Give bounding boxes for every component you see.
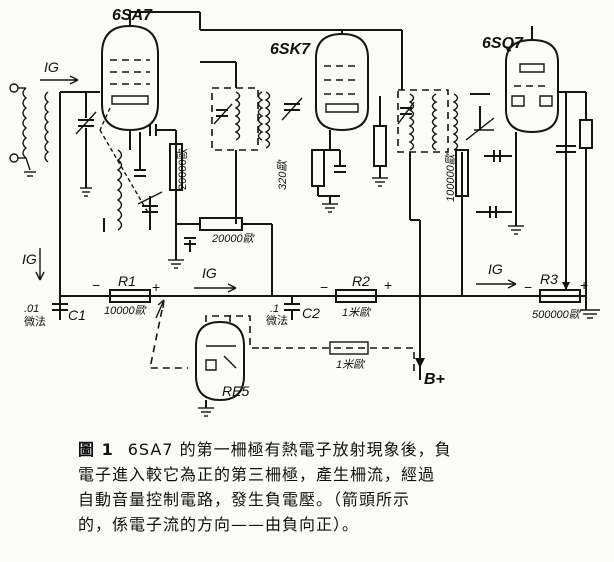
input-tuning-capacitor <box>60 91 100 197</box>
tube-6sq7 <box>505 26 559 134</box>
c1-label: C1 <box>68 307 86 323</box>
ig-label-bus-1: IG <box>202 265 217 281</box>
tube-6sa7 <box>101 12 159 132</box>
c2-value: .1 <box>270 303 279 315</box>
polarity-minus-1: − <box>92 277 100 293</box>
tube-label-6sq7: 6SQ7 <box>482 35 524 52</box>
antenna-input <box>9 83 50 177</box>
if-transformer-2 <box>397 30 449 380</box>
ig-label-mid: IG <box>22 251 37 267</box>
polarity-plus-1: + <box>152 279 160 295</box>
r2-value: 1米歐 <box>342 306 372 319</box>
r3-label: R3 <box>540 271 558 287</box>
resistor-value-cathode-2: 320歐 <box>276 159 289 190</box>
r3-value: 500000歐 <box>532 308 582 321</box>
resistor-value-dashed: 1米歐 <box>336 358 366 371</box>
resistor-screen-2 <box>373 125 387 167</box>
c2-label: C2 <box>302 305 320 321</box>
r1-value: 10000歐 <box>104 304 148 317</box>
tube-label-6sa7: 6SA7 <box>112 7 153 24</box>
r2-label: R2 <box>352 273 370 289</box>
circuit-schematic: IG IG 6SA7 <box>9 7 600 417</box>
arrow-icon <box>35 248 45 281</box>
caption-line-2: 電子進入較它為正的第三柵極，產生柵流，經過 <box>78 465 436 484</box>
if-transformer-1b <box>264 91 303 149</box>
caption-line-4: 的，係電子流的方向——由負向正）。 <box>78 515 360 534</box>
c1-value: .01 <box>24 303 39 315</box>
resistor-cathode-1 <box>169 143 183 191</box>
c2-unit: 微法 <box>266 313 288 327</box>
tube-label-re5: RE5 <box>222 383 249 399</box>
resistor-r2 <box>335 289 377 303</box>
arrow-icon <box>155 299 165 319</box>
caption-line-3: 自動音量控制電路，發生負電壓。（箭頭所示 <box>78 490 411 509</box>
arrow-icon <box>415 358 425 368</box>
tube-label-6sk7: 6SK7 <box>270 41 311 58</box>
resistor-value-cathode-1: 20000歐 <box>175 148 189 190</box>
resistor-plate-3 <box>579 119 593 149</box>
resistor-cathode-2 <box>311 149 325 187</box>
arrow-icon <box>194 283 237 293</box>
polarity-minus-2: − <box>320 279 328 295</box>
c1-unit: 微法 <box>24 314 46 328</box>
figure-caption: 圖 1 6SA7 的第一柵極有熱電子放射現象後，負 電子進入較它為正的第三柵極，產… <box>78 437 556 537</box>
arrow-icon <box>562 282 570 290</box>
resistor-r3 <box>539 289 581 303</box>
figure-number: 圖 1 <box>78 440 114 459</box>
r1-label: R1 <box>118 273 136 289</box>
resistor-value-grid-bias: 20000歐 <box>211 232 256 245</box>
tube-6sk7 <box>315 30 369 132</box>
ig-label-top: IG <box>44 59 59 75</box>
re5-circuit <box>149 309 415 417</box>
capacitor-c1 <box>52 296 68 320</box>
resistor-r1 <box>109 289 151 303</box>
capacitor-c2 <box>284 296 300 320</box>
resistor-tube3 <box>455 149 469 197</box>
caption-line-1: 6SA7 的第一柵極有熱電子放射現象後，負 <box>127 440 452 459</box>
polarity-plus-3: + <box>580 277 588 293</box>
detector-coil <box>452 93 459 151</box>
ig-label-bus-2: IG <box>488 261 503 277</box>
polarity-minus-3: − <box>524 279 532 295</box>
if-transformer-1 <box>200 61 273 296</box>
polarity-plus-2: + <box>384 277 392 293</box>
resistor-value-tube3: 100000歐 <box>444 152 457 202</box>
oscillator-section <box>99 107 184 269</box>
arrow-icon <box>476 279 517 289</box>
arrow-icon <box>40 75 79 85</box>
supply-label: B+ <box>424 371 445 388</box>
